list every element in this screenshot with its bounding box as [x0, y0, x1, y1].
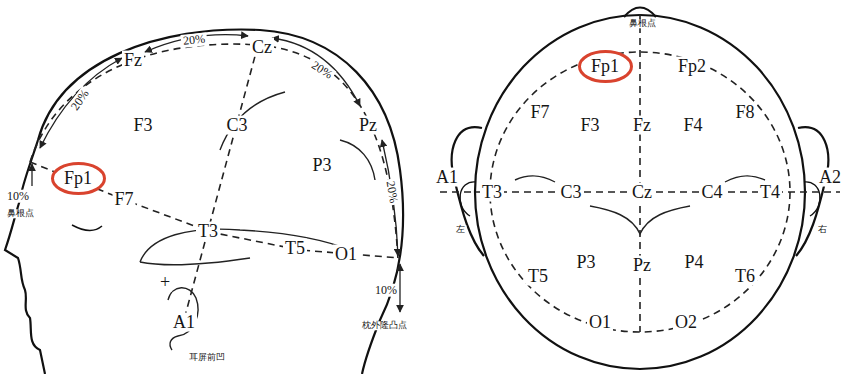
electrode-label: Fp2 [676, 57, 708, 76]
side-head-outline [72, 225, 102, 230]
electrode-label: A2 [817, 168, 843, 187]
side-label: 右 [816, 225, 829, 234]
top-sulcus-lines [515, 176, 555, 182]
electrode-label: A1 [434, 168, 460, 187]
highlight-circle: Fp1 [578, 50, 633, 83]
top-sulcus-lines [590, 206, 690, 234]
top-sulcus-lines [515, 176, 765, 234]
electrode-label: C4 [699, 183, 724, 202]
electrode-label: T3 [480, 183, 504, 202]
electrode-label: C3 [558, 183, 583, 202]
electrode-label: Cz [250, 38, 274, 57]
side-head-outline [38, 30, 403, 374]
electrode-label: T6 [733, 267, 757, 286]
landmark-label: 枕外隆凸点 [360, 321, 409, 330]
electrode-label: T5 [526, 267, 550, 286]
electrode-label: O1 [587, 313, 613, 332]
side-head-outline [5, 30, 403, 374]
side-label: 左 [454, 225, 467, 234]
percent-label: 20% [180, 32, 207, 47]
top-dashed-lines [639, 14, 641, 332]
side-head-detail [140, 229, 350, 262]
electrode-label: T3 [196, 222, 220, 241]
top-head-outline [460, 182, 476, 216]
electrode-label: P3 [310, 156, 333, 175]
percent-arrows [272, 38, 360, 106]
electrode-label: F7 [112, 190, 135, 209]
electrode-label: T5 [283, 239, 307, 258]
electrode-label: A1 [171, 313, 197, 332]
percent-label: 10% [373, 284, 399, 297]
landmark-label: 鼻根点 [5, 209, 36, 218]
side-dashed-lines [185, 45, 258, 316]
electrode-label: Pz [357, 116, 379, 135]
percent-arrows [32, 35, 400, 312]
side-dashed-lines [30, 44, 398, 260]
electrode-label: O2 [673, 313, 699, 332]
side-head-detail [140, 258, 250, 265]
percent-label: 20% [308, 58, 337, 82]
side-head-outline [5, 140, 45, 374]
electrode-label: F7 [528, 103, 551, 122]
percent-label: 10% [5, 190, 31, 203]
landmark-label: 鼻根点 [627, 19, 658, 28]
electrode-label: Fp1 [51, 169, 106, 188]
side-head-detail [220, 92, 285, 150]
percent-label: 20% [384, 178, 401, 206]
percent-arrows [31, 164, 32, 186]
top-dashed-lines [440, 14, 840, 332]
percent-arrows [40, 58, 122, 148]
side-head-detail [140, 92, 375, 350]
electrode-label: Cz [630, 183, 654, 202]
electrode-label: Pz [631, 256, 653, 275]
landmark-label: 耳屏前凹 [187, 353, 227, 362]
electrode-label: C3 [224, 116, 249, 135]
side-head-detail [168, 288, 198, 350]
electrode-label: T4 [758, 183, 782, 202]
marker-symbol: + [158, 273, 172, 292]
electrode-label: F3 [131, 116, 154, 135]
top-head-outline [804, 182, 820, 216]
electrode-label: F4 [681, 116, 704, 135]
electrode-label: P4 [682, 253, 705, 272]
top-sulcus-lines [725, 176, 765, 182]
electrode-label: Fp1 [578, 57, 633, 76]
electrode-label: Fz [122, 51, 144, 70]
percent-label: 20% [67, 86, 92, 115]
electrode-label: F8 [733, 103, 756, 122]
side-head-detail [340, 140, 375, 180]
electrode-label: Fz [631, 116, 653, 135]
electrode-label: P3 [574, 253, 597, 272]
percent-arrows [399, 264, 400, 312]
electrode-label: F3 [578, 116, 601, 135]
electrode-label: O1 [333, 245, 359, 264]
highlight-circle: Fp1 [51, 162, 106, 195]
side-dashed-lines [30, 44, 400, 316]
top-head-outline [452, 8, 828, 370]
